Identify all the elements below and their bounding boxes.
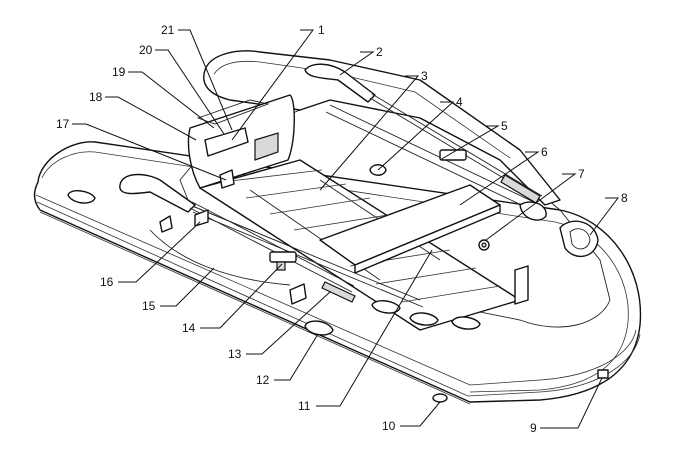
side-rail-near	[192, 211, 424, 308]
floor-board-seam	[221, 169, 323, 183]
oar-clip	[289, 283, 307, 305]
callout-19: 19	[112, 65, 126, 79]
carry-handle	[409, 312, 439, 326]
callout-6: 6	[541, 145, 548, 159]
fittings	[159, 164, 529, 305]
leader-19	[128, 71, 215, 129]
leader-1	[231, 29, 314, 141]
callout-8: 8	[621, 191, 628, 205]
leader-20	[155, 49, 225, 135]
oarlock-near-pin	[276, 261, 286, 271]
near-oar-shaft	[191, 201, 355, 287]
tube-rubstrake	[35, 194, 637, 386]
leader-8	[589, 197, 620, 236]
tube-bottom-seam	[39, 211, 471, 405]
callout-18: 18	[89, 90, 103, 104]
far-tube	[203, 50, 561, 206]
transom-bracket	[204, 127, 249, 157]
callout-11: 11	[298, 399, 311, 413]
near-cleat	[159, 215, 173, 233]
leader-lines	[72, 29, 620, 429]
seat-clamp	[514, 265, 529, 305]
callout-21: 21	[161, 23, 175, 37]
callout-3: 3	[421, 69, 428, 83]
callout-5: 5	[501, 119, 508, 133]
callout-1: 1	[318, 23, 325, 37]
tube-top-seam	[41, 151, 629, 393]
callout-15: 15	[142, 299, 156, 313]
leader-15	[160, 267, 215, 307]
leader-11	[316, 249, 433, 407]
leader-14	[200, 263, 283, 329]
tube-handles	[67, 190, 599, 336]
floor-board-seam	[293, 213, 395, 231]
callout-14: 14	[182, 321, 196, 335]
transom	[187, 94, 295, 189]
callout-10: 10	[382, 419, 396, 433]
floor-board-seam	[375, 267, 477, 285]
leader-2	[339, 51, 375, 76]
oarlock-near-body	[269, 251, 297, 263]
leader-5	[439, 125, 500, 161]
oarlock-far-body	[439, 149, 467, 161]
floor-drain-valve-center	[481, 242, 487, 248]
carry-handle	[451, 316, 481, 330]
leader-3	[319, 75, 420, 191]
far-oar-shaft	[371, 93, 543, 197]
bow-handle	[559, 220, 599, 258]
leader-10	[400, 401, 441, 427]
near-oar	[119, 173, 356, 303]
callout-labels: 1 2 3 4 5 6 7 8 9 10 11 12 13 14 15 16 1…	[56, 23, 628, 435]
carry-handle	[67, 190, 96, 204]
callout-17: 17	[56, 117, 70, 131]
near-oar-shaft	[189, 207, 353, 293]
callout-4: 4	[456, 95, 463, 109]
tube-valve	[432, 393, 448, 403]
safety-line	[149, 229, 291, 286]
callout-13: 13	[228, 347, 242, 361]
leader-9	[540, 377, 603, 429]
oar-holder	[194, 209, 209, 227]
transom-panel-top	[196, 99, 270, 125]
carry-handle	[371, 300, 401, 314]
bow-handle-inner	[569, 228, 591, 250]
fitting-near-transom	[219, 169, 235, 189]
leader-4	[377, 101, 455, 171]
side-rail	[325, 111, 537, 213]
leader-18	[105, 96, 197, 141]
towing-eye	[597, 369, 609, 379]
near-oar-grip	[321, 281, 356, 303]
leader-17	[72, 123, 227, 181]
leader-16	[118, 221, 201, 283]
leader-7	[485, 173, 577, 241]
oarlock-near	[269, 251, 297, 271]
valves	[432, 239, 609, 403]
seat	[319, 184, 501, 274]
side-rail	[329, 104, 541, 206]
callout-9: 9	[530, 421, 537, 435]
far-oar	[304, 63, 543, 204]
leader-6	[459, 151, 540, 206]
callout-2: 2	[376, 45, 383, 59]
callout-20: 20	[139, 43, 153, 57]
leader-13	[246, 291, 331, 355]
floor-board-seam	[269, 197, 371, 215]
leader-21	[178, 29, 233, 131]
oarlock-far	[439, 149, 467, 161]
carry-handle	[304, 320, 334, 336]
seat-edge	[354, 204, 501, 274]
callout-7: 7	[578, 167, 585, 181]
leader-12	[274, 333, 319, 381]
callout-16: 16	[100, 275, 114, 289]
transom-plate	[254, 132, 279, 161]
callout-12: 12	[256, 373, 270, 387]
side-handle-far	[519, 201, 547, 221]
